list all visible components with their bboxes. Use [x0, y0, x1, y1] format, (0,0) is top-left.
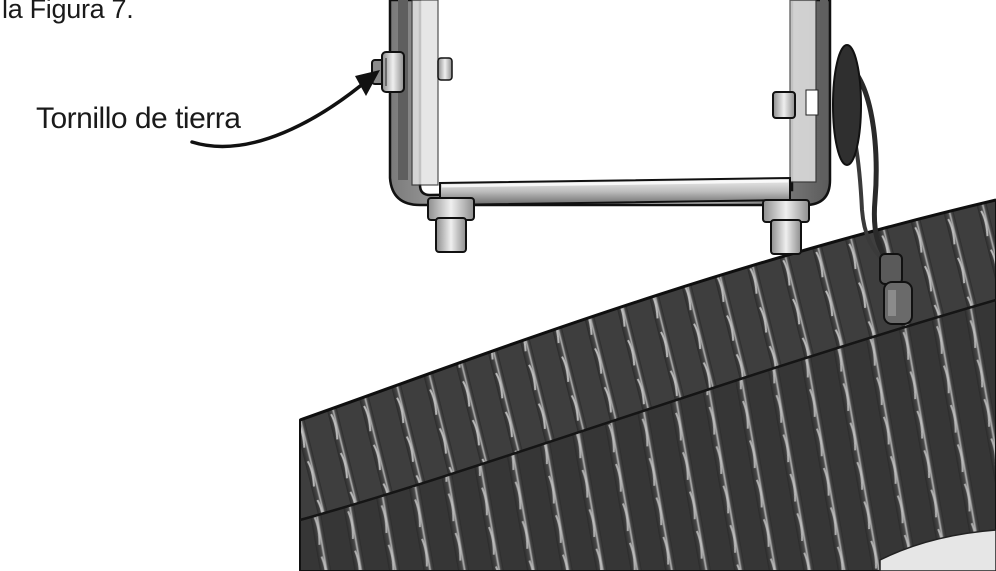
dish	[299, 198, 996, 571]
mount-plate	[832, 44, 862, 166]
caption-text: la Figura 7.	[2, 0, 134, 24]
side-bolt-right	[772, 91, 796, 119]
cable-connector-icon	[879, 253, 913, 325]
bracket	[388, 0, 832, 207]
side-bolt-left-rear	[437, 57, 453, 81]
bottom-bolt-right	[762, 199, 810, 255]
ground-screw-label: Tornillo de tierra	[36, 102, 241, 135]
arrow-icon	[190, 70, 380, 149]
bottom-bolt-left	[427, 197, 475, 253]
